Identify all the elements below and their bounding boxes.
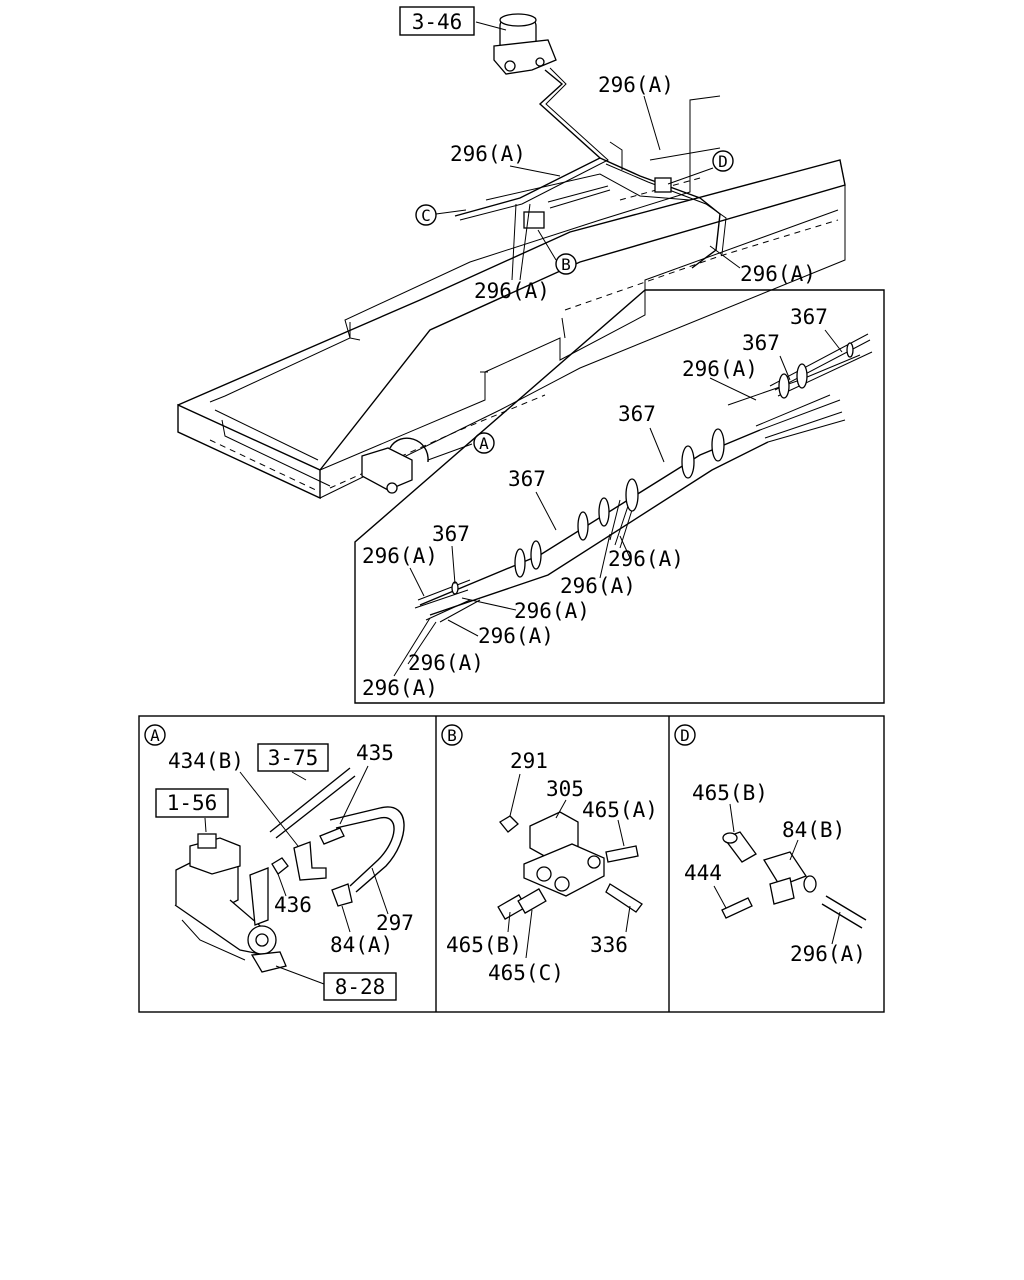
relay-valve [361,437,429,494]
marker-b-detail-circle [441,724,463,746]
label-296a-b2: 296(A) [362,544,438,568]
ref-3-75: 3-75 [268,746,319,770]
sleeve-5 [625,478,639,512]
sleeve-3 [577,511,589,541]
label-296a-b7: 296(A) [408,651,484,675]
label-296a-d: 296(A) [790,942,866,966]
label-367-2: 367 [742,331,780,355]
air-dryer [493,13,557,75]
label-296a-top-3: 296(A) [474,279,550,303]
marker-d-top: D [718,152,728,171]
sleeve-2 [530,540,542,570]
top-callouts: 3-46 296(A) 296(A) 296(A) 296(A) D C B A [399,6,816,454]
detail-b: B 291 305 465(A) 465(B) 465(C) 336 [441,724,658,985]
label-296a-b1: 296(A) [682,357,758,381]
marker-a-detail: A [150,726,160,745]
sleeve-10 [846,342,854,358]
sleeve-4 [598,497,610,527]
label-444: 444 [684,861,722,885]
marker-c-circle [415,204,437,226]
marker-d-detail: D [680,726,690,745]
label-367-3: 367 [618,402,656,426]
label-296a-b6: 296(A) [478,624,554,648]
bundle-panel [354,289,885,704]
detail-panels-frame [138,715,885,1013]
air-lines [454,67,727,269]
label-296a-b5: 296(A) [514,599,590,623]
label-465a: 465(A) [582,798,658,822]
sleeve-6 [681,445,695,479]
marker-a-detail-circle [144,724,166,746]
ref-8-28: 8-28 [335,975,386,999]
label-296a-b3: 296(A) [608,547,684,571]
marker-a-top: A [479,434,489,453]
marker-d-circle [712,150,734,172]
ref-box-3-46 [399,6,475,36]
ref-1-56: 1-56 [167,791,218,815]
label-84a: 84(A) [330,933,393,957]
ref-box-1-56 [155,788,229,818]
label-336: 336 [590,933,628,957]
ref-3-46: 3-46 [412,10,463,34]
label-367-1: 367 [790,305,828,329]
label-297: 297 [376,911,414,935]
label-296a-b8: 296(A) [362,676,438,700]
detail-d: D 465(B) 84(B) 444 296(A) [674,724,867,966]
label-367-5: 367 [432,522,470,546]
label-436: 436 [274,893,312,917]
top-leaders [427,21,741,461]
sleeve-7 [711,428,725,462]
label-465b: 465(B) [446,933,522,957]
marker-b-detail: B [447,726,457,745]
label-291: 291 [510,749,548,773]
marker-c-top: C [421,206,431,225]
label-465b-d: 465(B) [692,781,768,805]
label-296a-top-4: 296(A) [740,262,816,286]
label-305: 305 [546,777,584,801]
sleeve-1 [514,548,526,578]
label-84b: 84(B) [782,818,845,842]
label-434b: 434(B) [168,749,244,773]
label-367-4: 367 [508,467,546,491]
ref-box-3-75 [257,743,329,772]
marker-b-circle [555,253,577,275]
bundle-callouts: 367 367 367 367 367 296(A) 296(A) 296(A)… [362,305,828,700]
label-296a-b4: 296(A) [560,574,636,598]
sleeve-9 [796,363,808,389]
label-465c: 465(C) [488,961,564,985]
ref-box-8-28 [323,972,397,1001]
marker-a-circle [473,432,495,454]
sleeve-8 [778,373,790,399]
label-296a-top-2: 296(A) [450,142,526,166]
detail-a: A 434(B) 3-75 435 1-56 [144,724,414,1001]
label-435: 435 [356,741,394,765]
marker-d-detail-circle [674,724,696,746]
label-296a-top-1: 296(A) [598,73,674,97]
marker-b-top: B [561,255,571,274]
